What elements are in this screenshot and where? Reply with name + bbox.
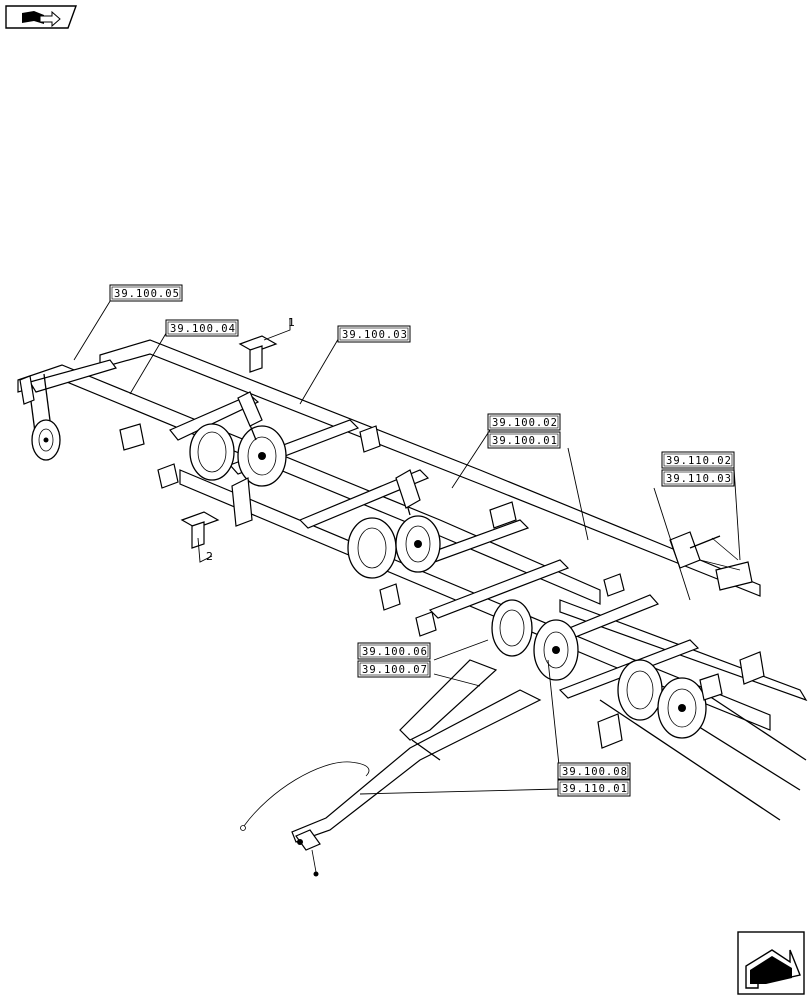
callout-leaders [73, 297, 741, 795]
callout-39-100-03[interactable]: 39.100.03 [337, 325, 411, 343]
callout-39-100-02[interactable]: 39.100.02 [487, 413, 561, 431]
next-page-arrow-icon[interactable] [737, 931, 805, 995]
ref-number-2: 2 [197, 537, 213, 563]
callout-39-100-05[interactable]: 39.100.05 [109, 284, 183, 302]
implement-frame [17, 335, 808, 877]
callout-39-100-08[interactable]: 39.100.08 [557, 762, 631, 780]
callout-39-110-01[interactable]: 39.110.01 [557, 779, 631, 797]
svg-text:2: 2 [206, 550, 213, 563]
callout-39-100-01[interactable]: 39.100.01 [487, 431, 561, 449]
callout-39-100-04[interactable]: 39.100.04 [165, 319, 239, 337]
svg-text:39.100.06: 39.100.06 [362, 646, 428, 658]
callout-39-110-02[interactable]: 39.110.02 [661, 451, 735, 469]
svg-text:39.100.03: 39.100.03 [342, 329, 408, 341]
svg-text:39.100.08: 39.100.08 [562, 766, 628, 778]
svg-text:1: 1 [288, 316, 295, 329]
svg-text:39.100.05: 39.100.05 [114, 288, 180, 300]
svg-text:39.110.02: 39.110.02 [666, 455, 732, 467]
svg-text:39.110.01: 39.110.01 [562, 783, 628, 795]
svg-text:39.100.02: 39.100.02 [492, 417, 558, 429]
callout-39-100-07[interactable]: 39.100.07 [357, 660, 431, 678]
svg-text:39.100.07: 39.100.07 [362, 664, 428, 676]
svg-text:39.100.01: 39.100.01 [492, 435, 558, 447]
book-arrow-icon[interactable] [5, 5, 77, 29]
svg-text:39.100.04: 39.100.04 [170, 323, 236, 335]
callout-39-110-03[interactable]: 39.110.03 [661, 469, 735, 487]
ref-number-1: 1 [263, 316, 295, 341]
svg-text:39.110.03: 39.110.03 [666, 473, 732, 485]
callout-39-100-06[interactable]: 39.100.06 [357, 642, 431, 660]
